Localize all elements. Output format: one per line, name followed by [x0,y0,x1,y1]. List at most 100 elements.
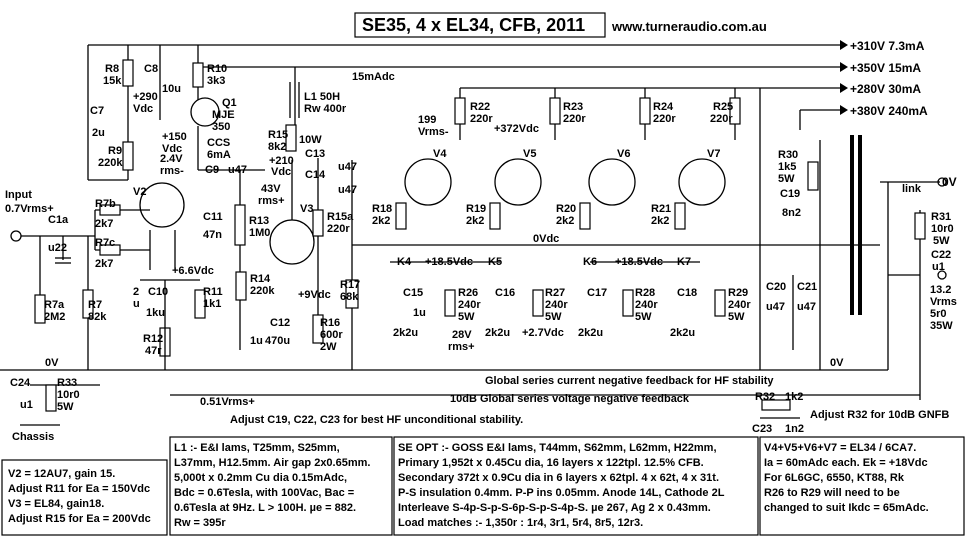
label-r20: R20 [556,203,576,215]
label-r21-value: 2k2 [651,215,669,227]
label-c19: C19 [780,188,800,200]
label-input-level: 0.7Vrms+ [5,203,54,215]
svg-text:Bdc = 0.6Tesla, with 100Vac, B: Bdc = 0.6Tesla, with 100Vac, Bac = [174,487,354,499]
label-c7: C7 [90,105,104,117]
label-15ma: 15mAdc [352,71,395,83]
label-r28-watts: 5W [635,311,652,323]
label-c1a: C1a [48,214,69,226]
svg-text:Adjust R15 for Ea = 200Vdc: Adjust R15 for Ea = 200Vdc [8,513,151,525]
v2-tube [139,182,185,228]
notes-left-box [1,459,168,536]
supply-rails: +310V 7.3mA +350V 15mA +280V 30mA +380V … [88,39,928,130]
label-l1: L1 50H [304,91,340,103]
label-r7c: R7c [95,237,115,249]
v6-tube [588,158,636,206]
label-c10: C10 [148,286,168,298]
label-r32-value: 1k2 [785,391,803,403]
label-c12-a: 1u [250,335,263,347]
label-c18: C18 [677,287,697,299]
label-r7-value: 82k [88,311,107,323]
label-c9-value: u47 [228,164,247,176]
label-r30: R30 [778,149,798,161]
label-r28-value: 240r [635,299,658,311]
label-k6: K6 [583,256,597,268]
label-r23-value: 220r [563,113,586,125]
label-r20-value: 2k2 [556,215,574,227]
label-c18-2k2u: 2k2u [670,327,695,339]
label-r25-value: 220r [710,113,733,125]
v4-tube [404,158,452,206]
label-k5: K5 [488,256,502,268]
label-r8-value: 15k [103,75,122,87]
label-rms2: rms+ [258,195,285,207]
label-c10-a: 2 [133,286,139,298]
label-r27: R27 [545,287,565,299]
label-r26: R26 [458,287,478,299]
svg-text:changed to suit Ikdc = 65mAdc.: changed to suit Ikdc = 65mAdc. [764,502,929,514]
label-c10-value: 1ku [146,307,165,319]
notes-l1: L1 :- E&I lams, T25mm, S25mm, L37mm, H12… [174,442,370,529]
label-r22: R22 [470,101,490,113]
label-0v-right: 0V [830,357,844,369]
notes: V2 = 12AU7, gain 15. Adjust R11 for Ea =… [1,436,965,536]
label-c15-2k2u: 2k2u [393,327,418,339]
label-v372: +372Vdc [494,123,539,135]
svg-text:V4+V5+V6+V7 = EL34 / 6CA7.: V4+V5+V6+V7 = EL34 / 6CA7. [764,442,916,454]
label-r16-value: 600r [320,329,343,341]
label-r18-value: 2k2 [372,215,390,227]
label-input: Input [5,189,32,201]
label-q1-type-b: 350 [212,121,230,133]
label-c20: C20 [766,281,786,293]
label-out-power: 35W [930,320,953,332]
notes-l1-box [169,436,393,536]
label-r7: R7 [88,299,102,311]
label-ccs-current: 6mA [207,149,231,161]
label-ccs: CCS [207,137,230,149]
label-r24: R24 [653,101,674,113]
label-r21: R21 [651,203,671,215]
label-r33-watts: 5W [57,401,74,413]
label-r13: R13 [249,215,269,227]
svg-text:L37mm, H12.5mm. Air gap 2x0.65: L37mm, H12.5mm. Air gap 2x0.65mm. [174,457,370,469]
label-adjust-caps: Adjust C19, C22, C23 for best HF uncondi… [230,414,523,426]
label-r29-watts: 5W [728,311,745,323]
label-r22-value: 220r [470,113,493,125]
svg-text:0.6Tesla at 9Hz. L > 100H. µe: 0.6Tesla at 9Hz. L > 100H. µe = 882. [174,502,356,514]
label-c8-value: 10u [162,83,181,95]
label-r19: R19 [466,203,486,215]
label-k7: K7 [677,256,691,268]
label-c1a-value: u22 [48,242,67,254]
label-c21-value: u47 [797,301,816,313]
label-v290-unit: Vdc [133,103,153,115]
label-link: link [902,183,922,195]
label-c10-b: u [133,298,140,310]
label-r13-value: 1M0 [249,227,270,239]
label-c11: C11 [203,211,223,223]
svg-text:V3 = EL84, gain18.: V3 = EL84, gain18. [8,498,104,510]
svg-text:Rw = 395r: Rw = 395r [174,517,226,529]
label-r25: R25 [713,101,733,113]
label-c24: C24 [10,377,31,389]
label-v27: +2.7Vdc [522,327,564,339]
notes-tubes: V4+V5+V6+V7 = EL34 / 6CA7. Ia = 60mAdc e… [764,442,929,514]
svg-text:Primary 1,952t x 0.45Cu dia,: Primary 1,952t x 0.45Cu dia, 16 layers x… [398,457,704,469]
svg-text:Adjust R11 for Ea = 150Vdc: Adjust R11 for Ea = 150Vdc [8,483,150,495]
label-c22-value: u1 [932,261,945,273]
input-stage [0,45,888,371]
label-r8: R8 [105,63,119,75]
label-v9: +9Vdc [298,289,331,301]
label-c15: C15 [403,287,423,299]
notes-tubes-box [759,436,965,536]
label-c15-value: 1u [413,307,426,319]
label-r28: R28 [635,287,655,299]
label-out-voltage: 13.2 [930,284,951,296]
label-r15a: R15a [327,211,354,223]
label-v3: V3 [300,203,313,215]
label-chassis: Chassis [12,431,54,443]
svg-text:Ia = 60mAdc each. Ek = +18Vdc: Ia = 60mAdc each. Ek = +18Vdc [764,457,928,469]
label-r15a-value: 220r [327,223,350,235]
svg-text:R26 to R29 will need to be: R26 to R29 will need to be [764,487,900,499]
label-c21: C21 [797,281,817,293]
svg-text:Load matches :- 1,350r : 1r: Load matches :- 1,350r : 1r4, 3r1, 5r4, … [398,517,643,529]
label-r27-value: 240r [545,299,568,311]
